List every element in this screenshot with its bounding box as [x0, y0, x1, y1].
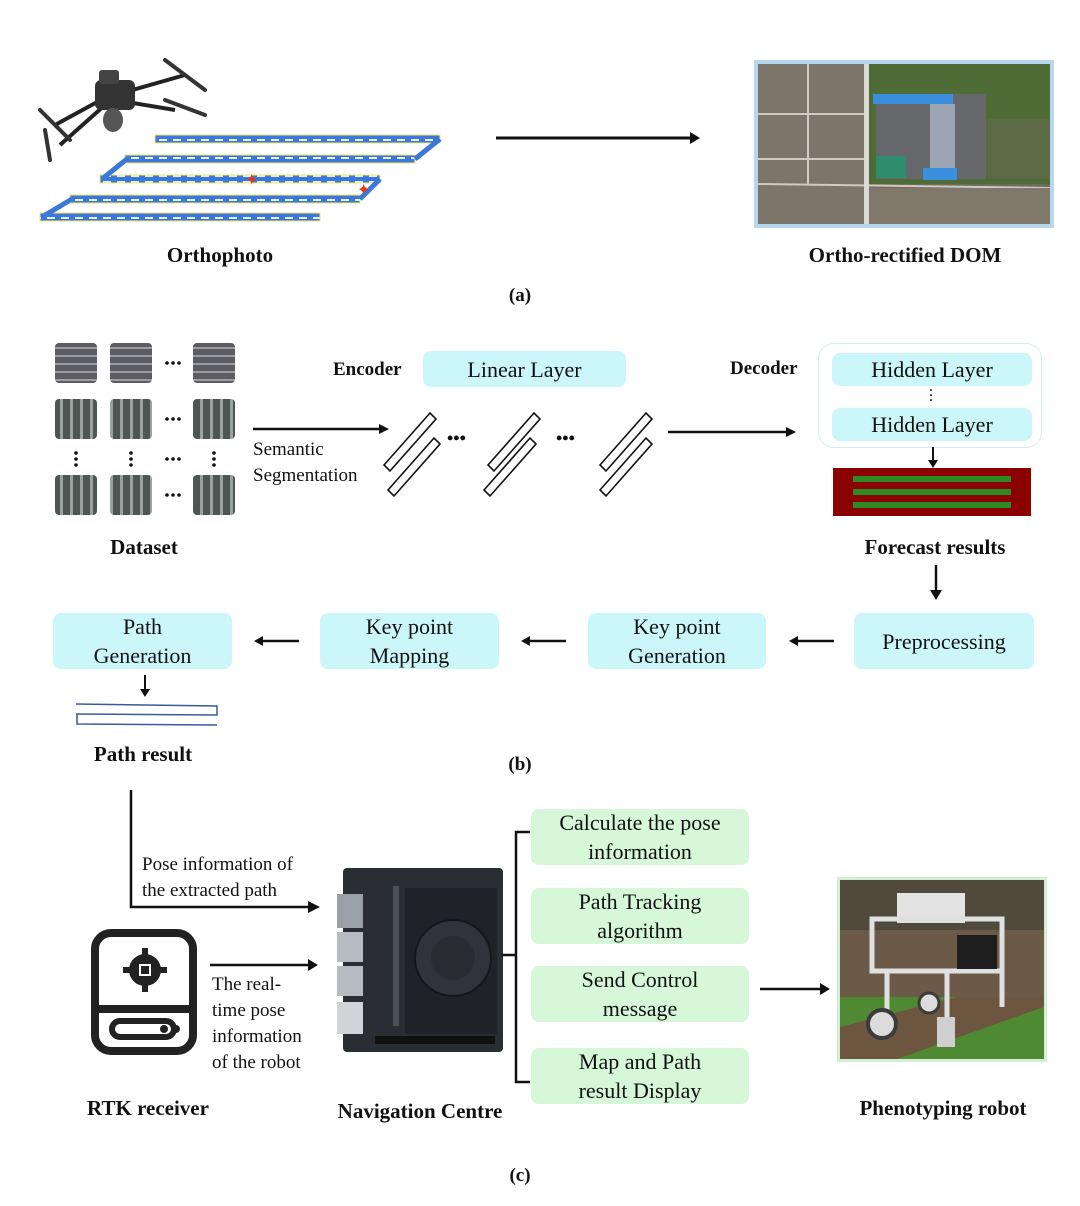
orthophoto-label: Orthophoto — [166, 243, 274, 267]
arrow-down — [930, 565, 942, 600]
semantic-seg-line-2: Segmentation — [253, 465, 358, 486]
rtk-receiver-icon — [91, 929, 197, 1055]
pose-path-label-1: Pose information of — [142, 854, 293, 875]
phenotyping-robot-image — [837, 877, 1047, 1062]
keypoint-mapping-box: Key point Mapping — [320, 613, 499, 669]
realtime-label-4: of the robot — [212, 1052, 301, 1073]
forecast-label: Forecast results — [864, 535, 1006, 559]
function-box-map-display: Map and Path result Display — [531, 1048, 749, 1104]
pose-path-label-2: the extracted path — [142, 880, 278, 901]
ellipsis: ••• — [447, 428, 466, 448]
path-result-label: Path result — [93, 742, 193, 766]
hidden-layer-box-2: Hidden Layer — [832, 408, 1032, 441]
function-brace — [502, 830, 530, 1084]
keypoint-generation-box: Key point Generation — [588, 613, 766, 669]
vertical-ellipsis: ··· — [929, 383, 934, 407]
function-box-calculate-pose: Calculate the pose information — [531, 809, 749, 865]
decoder-label: Decoder — [730, 358, 798, 379]
function-box-path-tracking: Path Tracking algorithm — [531, 888, 749, 944]
preprocessing-box: Preprocessing — [854, 613, 1034, 669]
caption-b: (b) — [508, 754, 532, 775]
flight-path-grid: ✦ ✦ — [39, 134, 442, 222]
realtime-label-2: time pose — [212, 1000, 286, 1021]
arrow-right — [668, 427, 796, 437]
arrow-right — [760, 983, 830, 995]
layer-pair-1 — [382, 411, 442, 498]
pose-path-connector — [129, 790, 320, 913]
arrow-left — [789, 636, 834, 646]
layer-pair-2 — [482, 411, 542, 498]
layer-pair-3 — [598, 411, 654, 498]
function-box-send-control: Send Control message — [531, 966, 749, 1022]
drone-icon — [38, 58, 207, 162]
arrow-left — [521, 636, 566, 646]
caption-a: (a) — [508, 285, 532, 306]
navigation-label: Navigation Centre — [337, 1099, 503, 1123]
hidden-layer-box-1: Hidden Layer — [832, 353, 1032, 386]
encoder-layers — [382, 411, 654, 498]
path-generation-box: Path Generation — [53, 613, 232, 669]
semantic-seg-line-1: Semantic — [253, 439, 324, 460]
waypoint-marker: ✦ — [357, 182, 370, 199]
dataset-thumbnails — [55, 343, 235, 515]
arrow-down — [928, 447, 938, 468]
arrow-down — [140, 675, 150, 697]
realtime-label-1: The real- — [212, 974, 282, 995]
ellipsis: ••• — [556, 428, 575, 448]
waypoint-marker: ✦ — [245, 172, 258, 189]
realtime-label-3: information — [212, 1026, 302, 1047]
arrow-right — [496, 132, 700, 144]
dataset-label: Dataset — [110, 535, 178, 559]
navigation-board-image — [337, 868, 503, 1052]
path-result-image — [75, 703, 218, 726]
decoder-container — [818, 343, 1042, 448]
arrow-right — [253, 424, 389, 434]
arrow-right — [210, 959, 318, 971]
robot-label: Phenotyping robot — [859, 1096, 1027, 1120]
linear-layer-box: Linear Layer — [423, 351, 626, 387]
forecast-result-image — [833, 468, 1031, 516]
dom-label: Ortho-rectified DOM — [808, 243, 1002, 267]
aerial-map-image — [754, 60, 1054, 228]
encoder-label: Encoder — [333, 359, 402, 380]
caption-c: (c) — [509, 1165, 531, 1186]
rtk-label: RTK receiver — [87, 1096, 209, 1120]
arrow-left — [254, 636, 299, 646]
